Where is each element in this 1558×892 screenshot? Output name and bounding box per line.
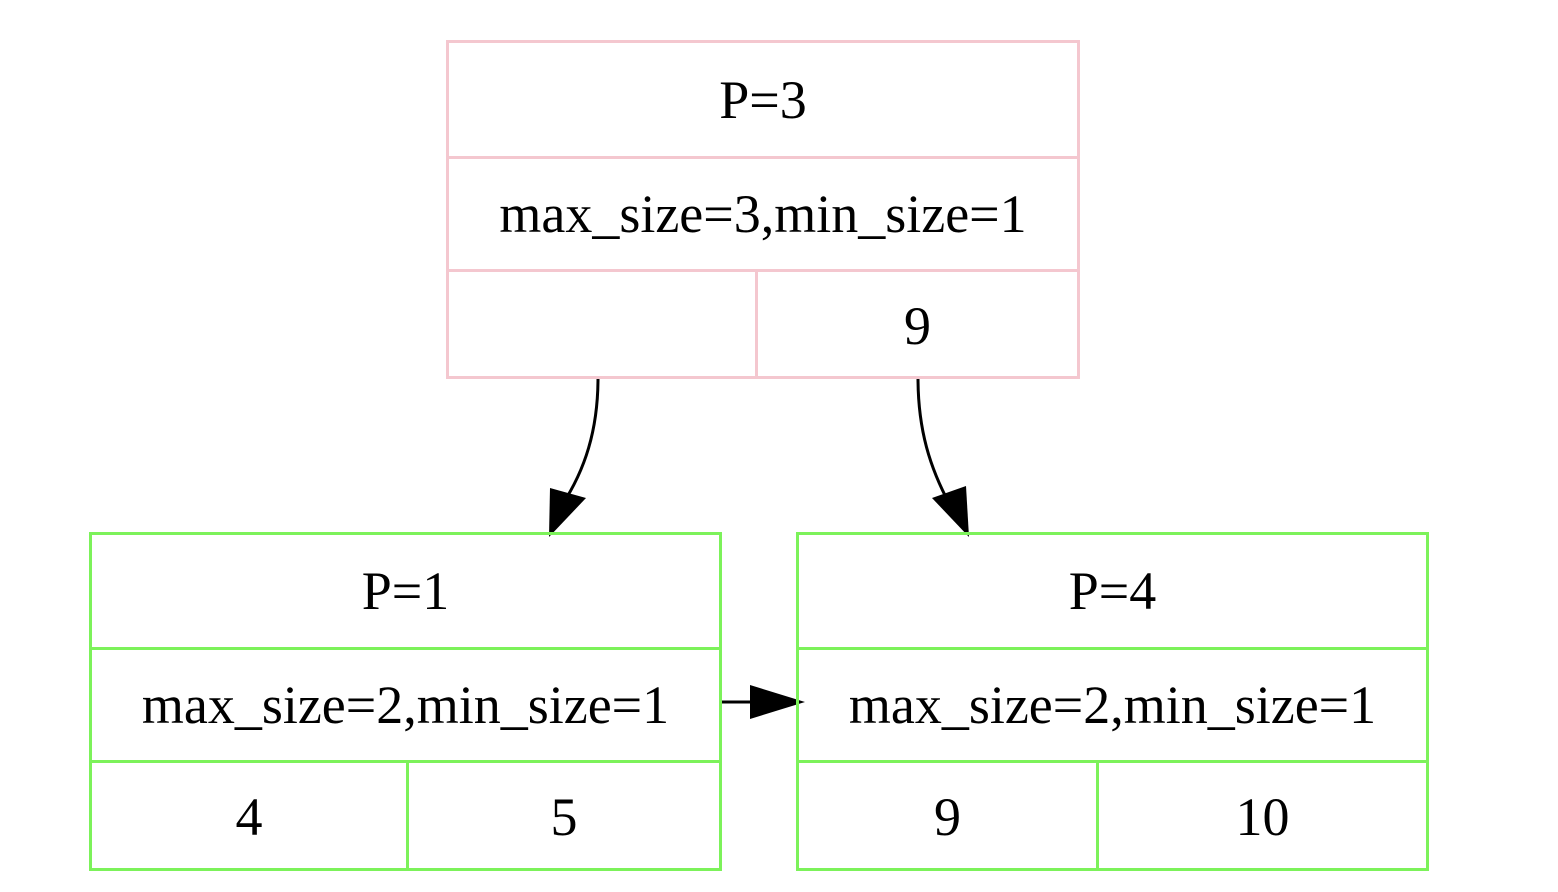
key-cell: 4	[235, 787, 263, 847]
edge-root-to-p1	[560, 377, 600, 506]
arrowhead-p4	[932, 486, 969, 537]
node-title: P=1	[361, 561, 450, 621]
node-size-info: max_size=2,min_size=1	[92, 647, 719, 760]
node-size-info: max_size=3,min_size=1	[449, 156, 1077, 269]
key-cell: 10	[1096, 763, 1426, 871]
node-size-info: max_size=2,min_size=1	[799, 647, 1426, 760]
key-cell	[449, 272, 755, 379]
internal-node-p3: P=3 max_size=3,min_size=1 9	[446, 40, 1080, 379]
arrowhead-sibling	[750, 685, 805, 719]
leaf-node-p4: P=4 max_size=2,min_size=1 9 10	[796, 532, 1429, 871]
arrowhead-p1	[549, 488, 586, 537]
node-keys: 9	[449, 269, 1077, 379]
key-cell: 9	[934, 787, 961, 847]
leaf-node-p1: P=1 max_size=2,min_size=1 4 5	[89, 532, 722, 871]
node-keys: 9 10	[799, 760, 1426, 871]
node-title: P=3	[719, 69, 807, 130]
node-title: P=4	[1068, 561, 1157, 621]
node-keys: 4 5	[92, 760, 719, 871]
key-cell: 5	[406, 763, 719, 871]
key-cell: 9	[755, 272, 1077, 379]
edge-root-to-p4	[916, 377, 952, 506]
